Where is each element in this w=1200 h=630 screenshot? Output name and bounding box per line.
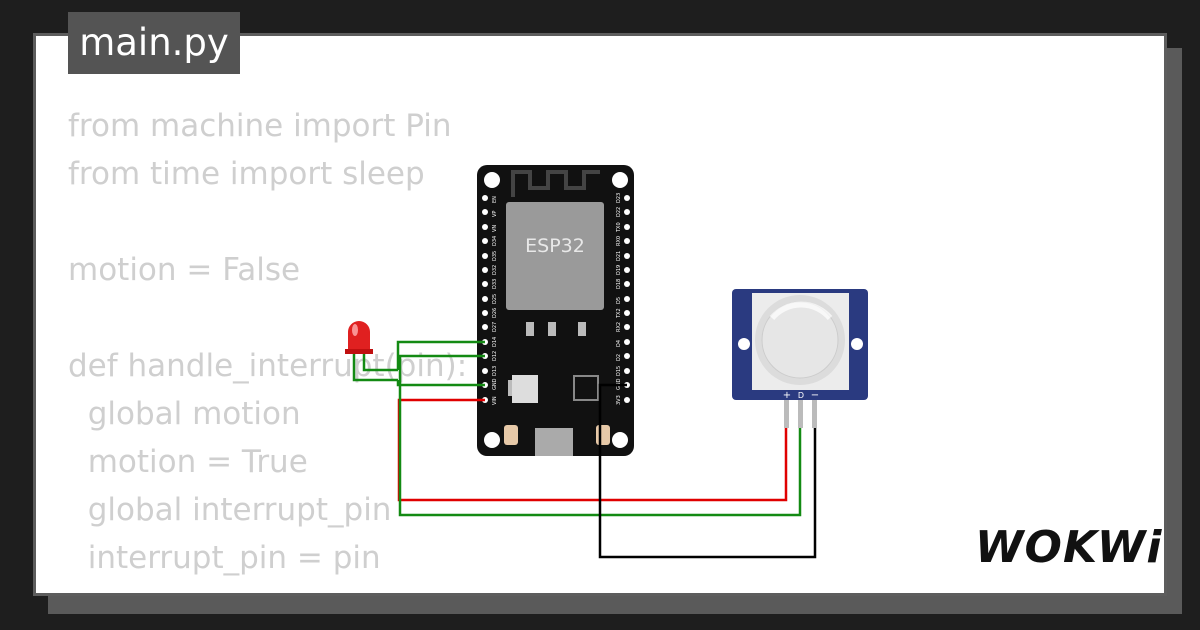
wire-green[interactable] (396, 380, 485, 387)
pin-label: TX2 (616, 308, 622, 319)
pin-label: RX0 (616, 236, 622, 246)
pin-label: D5 (616, 297, 622, 304)
code-line: def handle_interrupt(pin): (68, 348, 468, 384)
pin-label: D12 (492, 351, 498, 361)
pin-label: 3V3 (616, 395, 622, 405)
esp32-chip-label: ESP32 (525, 235, 585, 257)
pin-label: D13 (492, 366, 498, 376)
code-line: from machine import Pin (68, 108, 452, 144)
pin-label: D25 (492, 294, 498, 304)
pin-label: D4 (616, 340, 622, 347)
esp32-right-pins[interactable] (624, 195, 630, 403)
pin-label: D22 (616, 207, 622, 217)
code-line: motion = True (68, 444, 308, 480)
pir-pin-label: − (811, 390, 819, 401)
esp32-left-pins[interactable] (482, 195, 488, 403)
esp32-board[interactable]: ESP32 (477, 165, 634, 456)
pin-label: EN (492, 196, 498, 203)
wire-green[interactable] (398, 354, 802, 517)
pin-label: RX2 (616, 322, 622, 332)
pin-label: D32 (492, 265, 498, 275)
pin-label: TX0 (616, 222, 622, 233)
code-line: from time import sleep (68, 156, 425, 192)
pin-label: VN (492, 225, 498, 232)
pin-label: D18 (616, 279, 622, 289)
pin-label: VP (492, 211, 498, 217)
pin-label: D33 (492, 279, 498, 289)
wire-green[interactable] (396, 340, 485, 370)
code-line: interrupt_pin = pin (68, 540, 381, 576)
red-led[interactable] (345, 321, 398, 382)
pir-sensor[interactable]: + D − (732, 289, 868, 428)
pin-label: D15 (616, 366, 622, 376)
code-line: motion = False (68, 252, 301, 288)
pin-label: D27 (492, 322, 498, 332)
pin-label: D19 (616, 265, 622, 275)
code-line: global interrupt_pin (68, 492, 392, 528)
code-line: global motion (68, 396, 301, 432)
file-tab[interactable]: main.py (68, 12, 240, 74)
pir-pin-label: + (783, 390, 791, 401)
pin-label: D34 (492, 236, 498, 246)
code-preview: from machine import Pin from time import … (68, 102, 467, 582)
pin-label: D14 (492, 337, 498, 347)
pir-pin-label: D (798, 391, 804, 400)
wokwi-logo: WOKWi (975, 522, 1163, 573)
pin-label: D35 (492, 251, 498, 261)
pin-label: D23 (616, 193, 622, 203)
pin-label: D21 (616, 251, 622, 261)
pin-label: VIN (492, 396, 498, 405)
pin-label: D2 (616, 354, 622, 361)
pin-label: D26 (492, 308, 498, 318)
pin-label: GND (492, 378, 498, 390)
wire-black[interactable] (598, 383, 817, 559)
